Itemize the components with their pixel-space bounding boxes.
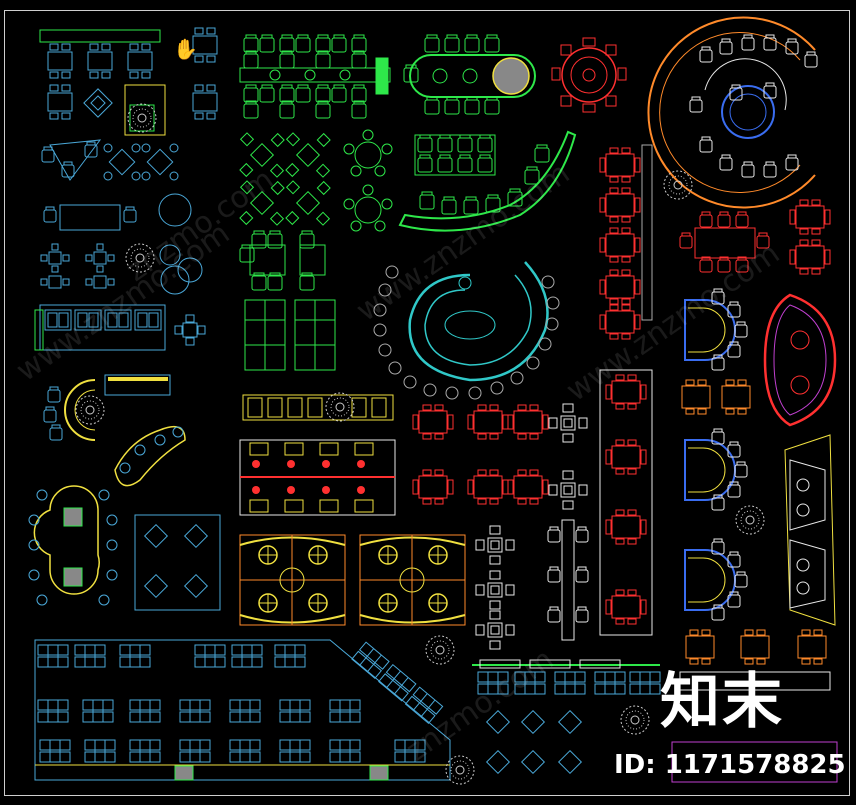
yellow-booth-strip (242, 392, 394, 422)
white-hexagon-booths (784, 434, 836, 626)
blue-dining-hall-bottom (34, 639, 451, 781)
blue-dining-group-left-mid (41, 139, 203, 295)
green-oval-table (403, 34, 536, 115)
white-square-tables (475, 403, 589, 650)
orange-tables-right (679, 379, 831, 691)
blue-small-tables-left (40, 243, 115, 289)
red-round-banquet-table (551, 37, 627, 113)
yellow-medallion-booth-left (239, 534, 346, 626)
watermark-id: ID: 1171578825 (614, 750, 846, 780)
orange-arc-lounge (647, 16, 818, 209)
red-yellow-banquet-grid (239, 439, 396, 516)
red-oval-lounge-right (763, 293, 837, 427)
yellow-medallion-booth-right (359, 534, 466, 626)
peanut-booth-left (28, 485, 118, 606)
green-rect-tables (239, 230, 336, 371)
blue-horseshoe-booths (684, 288, 765, 621)
green-long-banquet (239, 34, 391, 119)
blue-booth-row (34, 304, 206, 351)
cyan-swirl-booth (373, 261, 560, 400)
bottom-center-lounge (425, 635, 838, 785)
blue-dining-group-top-left (39, 27, 218, 136)
semicircle-bar-left (43, 374, 186, 487)
green-curved-booth (398, 130, 577, 232)
green-diamond-tables (239, 129, 393, 232)
red-grid-tables-center (412, 369, 653, 636)
hand-cursor-icon: ✋ (173, 37, 198, 61)
red-column-tables (599, 144, 831, 340)
watermark-brand-logo: 知末 (660, 667, 784, 737)
blue-square-lounge (134, 514, 221, 611)
